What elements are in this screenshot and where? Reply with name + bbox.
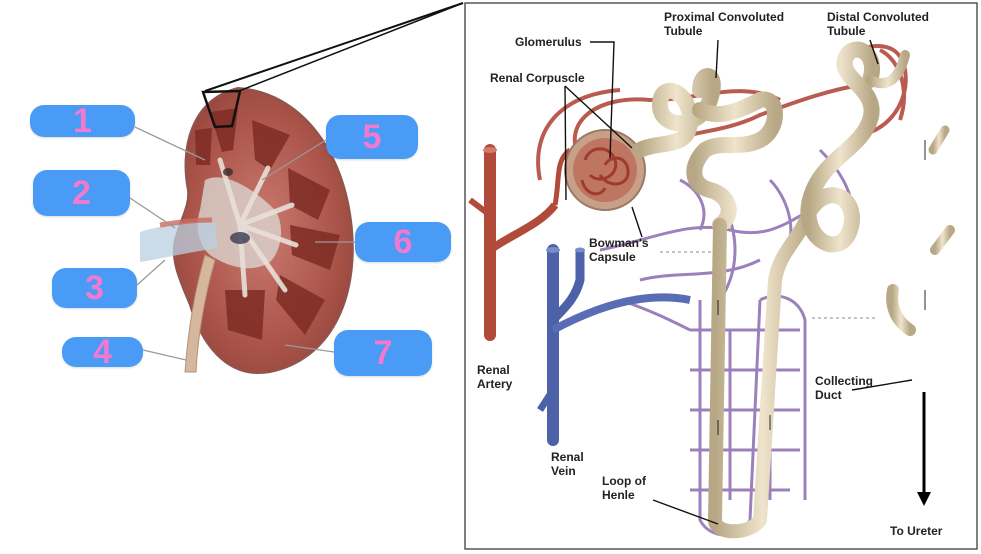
label-loop-line1: Loop of bbox=[602, 474, 646, 488]
label-collecting-line2: Duct bbox=[815, 388, 842, 402]
label-renal-vein-line1: Renal bbox=[551, 450, 584, 464]
label-proximal-convoluted-tubule: Proximal Convoluted Tubule bbox=[664, 10, 784, 38]
renal-vein bbox=[537, 244, 691, 446]
label-glomerulus: Glomerulus bbox=[515, 35, 582, 49]
label-to-ureter: To Ureter bbox=[890, 524, 943, 538]
renal-corpuscle bbox=[564, 129, 646, 211]
answer-badge-6[interactable]: 6 bbox=[355, 222, 451, 262]
label-renal-artery-line2: Artery bbox=[477, 377, 513, 391]
kidney-cross-section bbox=[140, 86, 354, 375]
label-bowmans-line2: Capsule bbox=[589, 250, 636, 264]
label-renal-vein-line2: Vein bbox=[551, 464, 576, 478]
renal-pyramids bbox=[195, 108, 340, 340]
label-renal-corpuscle: Renal Corpuscle bbox=[490, 71, 585, 85]
renal-artery bbox=[468, 144, 572, 341]
label-renal-vein: Renal Vein bbox=[551, 450, 584, 478]
answer-badge-7[interactable]: 7 bbox=[334, 330, 432, 376]
badge-leader-lines bbox=[129, 126, 355, 361]
label-collecting-line1: Collecting bbox=[815, 374, 874, 388]
nephron-tubules bbox=[632, 29, 955, 539]
label-bowmans-line1: Bowman's bbox=[589, 236, 649, 250]
answer-badge-1[interactable]: 1 bbox=[30, 102, 135, 140]
label-collecting-duct: Collecting Duct bbox=[815, 374, 873, 402]
label-bowmans-capsule: Bowman's Capsule bbox=[589, 236, 649, 264]
label-leader-lines bbox=[564, 39, 913, 525]
label-distal-convoluted-tubule: Distal Convoluted Tubule bbox=[827, 10, 929, 38]
label-renal-artery: Renal Artery bbox=[477, 363, 512, 391]
answer-badge-3[interactable]: 3 bbox=[52, 268, 137, 308]
zoom-region-marker bbox=[201, 89, 242, 129]
label-dct-line2: Tubule bbox=[827, 24, 866, 38]
answer-badge-2[interactable]: 2 bbox=[33, 170, 130, 216]
answer-badge-5[interactable]: 5 bbox=[326, 115, 418, 159]
to-ureter-arrow bbox=[917, 392, 931, 506]
label-pct-line2: Tubule bbox=[664, 24, 703, 38]
label-loop-line2: Henle bbox=[602, 488, 635, 502]
label-renal-artery-line1: Renal bbox=[477, 363, 510, 377]
label-loop-of-henle: Loop of Henle bbox=[602, 474, 646, 502]
answer-badge-4[interactable]: 4 bbox=[62, 333, 143, 371]
label-pct-line1: Proximal Convoluted bbox=[664, 10, 785, 24]
label-dct-line1: Distal Convoluted bbox=[827, 10, 930, 24]
